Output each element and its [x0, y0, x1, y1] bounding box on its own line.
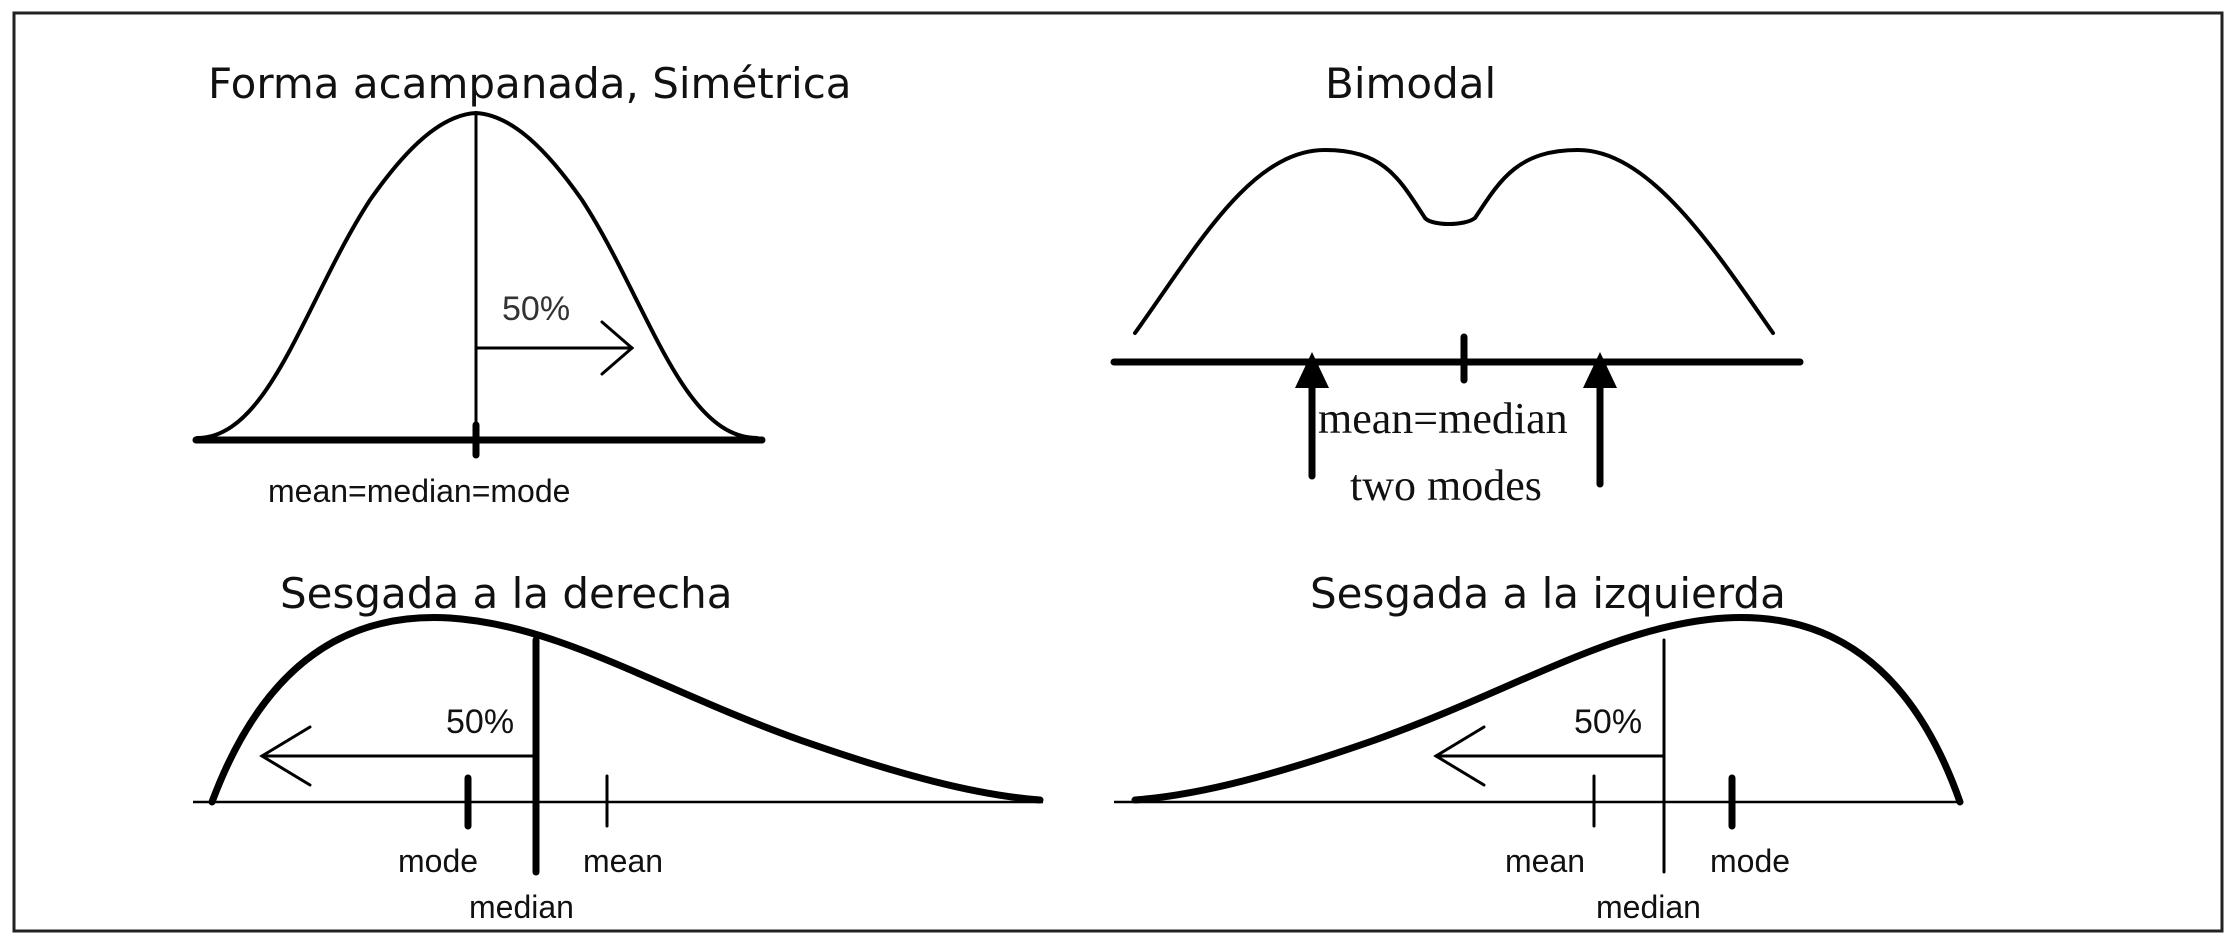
panel-bimodal: Bimodal mean=median two modes — [1110, 59, 1804, 510]
left-skew-mean-label: mean — [1505, 843, 1585, 879]
symmetric-title: Forma acampanada, Simétrica — [208, 59, 852, 108]
left-skew-percent-label: 50% — [1574, 703, 1642, 741]
left-arrow-icon — [259, 725, 538, 787]
right-skew-percent-label: 50% — [446, 703, 514, 741]
left-skew-mode-label: mode — [1710, 843, 1790, 879]
right-skew-curve — [208, 614, 1044, 806]
bimodal-title: Bimodal — [1325, 59, 1496, 108]
bimodal-curve — [1133, 148, 1775, 335]
left-skew-title: Sesgada a la izquierda — [1310, 569, 1786, 618]
left-arrow-icon — [1433, 725, 1666, 787]
right-skew-mode-label: mode — [398, 843, 478, 879]
left-skew-median-label: median — [1596, 889, 1701, 925]
right-skew-title: Sesgada a la derecha — [280, 569, 733, 618]
right-skew-mean-label: mean — [583, 843, 663, 879]
panel-left-skew: Sesgada a la izquierda 50% mean mode med… — [1114, 569, 1964, 925]
outer-border — [12, 11, 2224, 933]
mode-arrow-left-icon — [1295, 352, 1329, 480]
panel-right-skew: Sesgada a la derecha 50% mode mean media… — [193, 569, 1044, 925]
symmetric-percent-label: 50% — [502, 290, 570, 328]
symmetric-center-label: mean=median=mode — [268, 473, 570, 509]
bimodal-two-modes-label: two modes — [1350, 461, 1542, 510]
right-skew-median-label: median — [469, 889, 574, 925]
panel-symmetric: Forma acampanada, Simétrica 50% mean=med… — [192, 59, 852, 509]
bimodal-mean-median-label: mean=median — [1318, 394, 1568, 443]
left-skew-curve — [1131, 614, 1964, 806]
mode-arrow-right-icon — [1583, 352, 1617, 488]
right-arrow-icon — [474, 320, 635, 376]
